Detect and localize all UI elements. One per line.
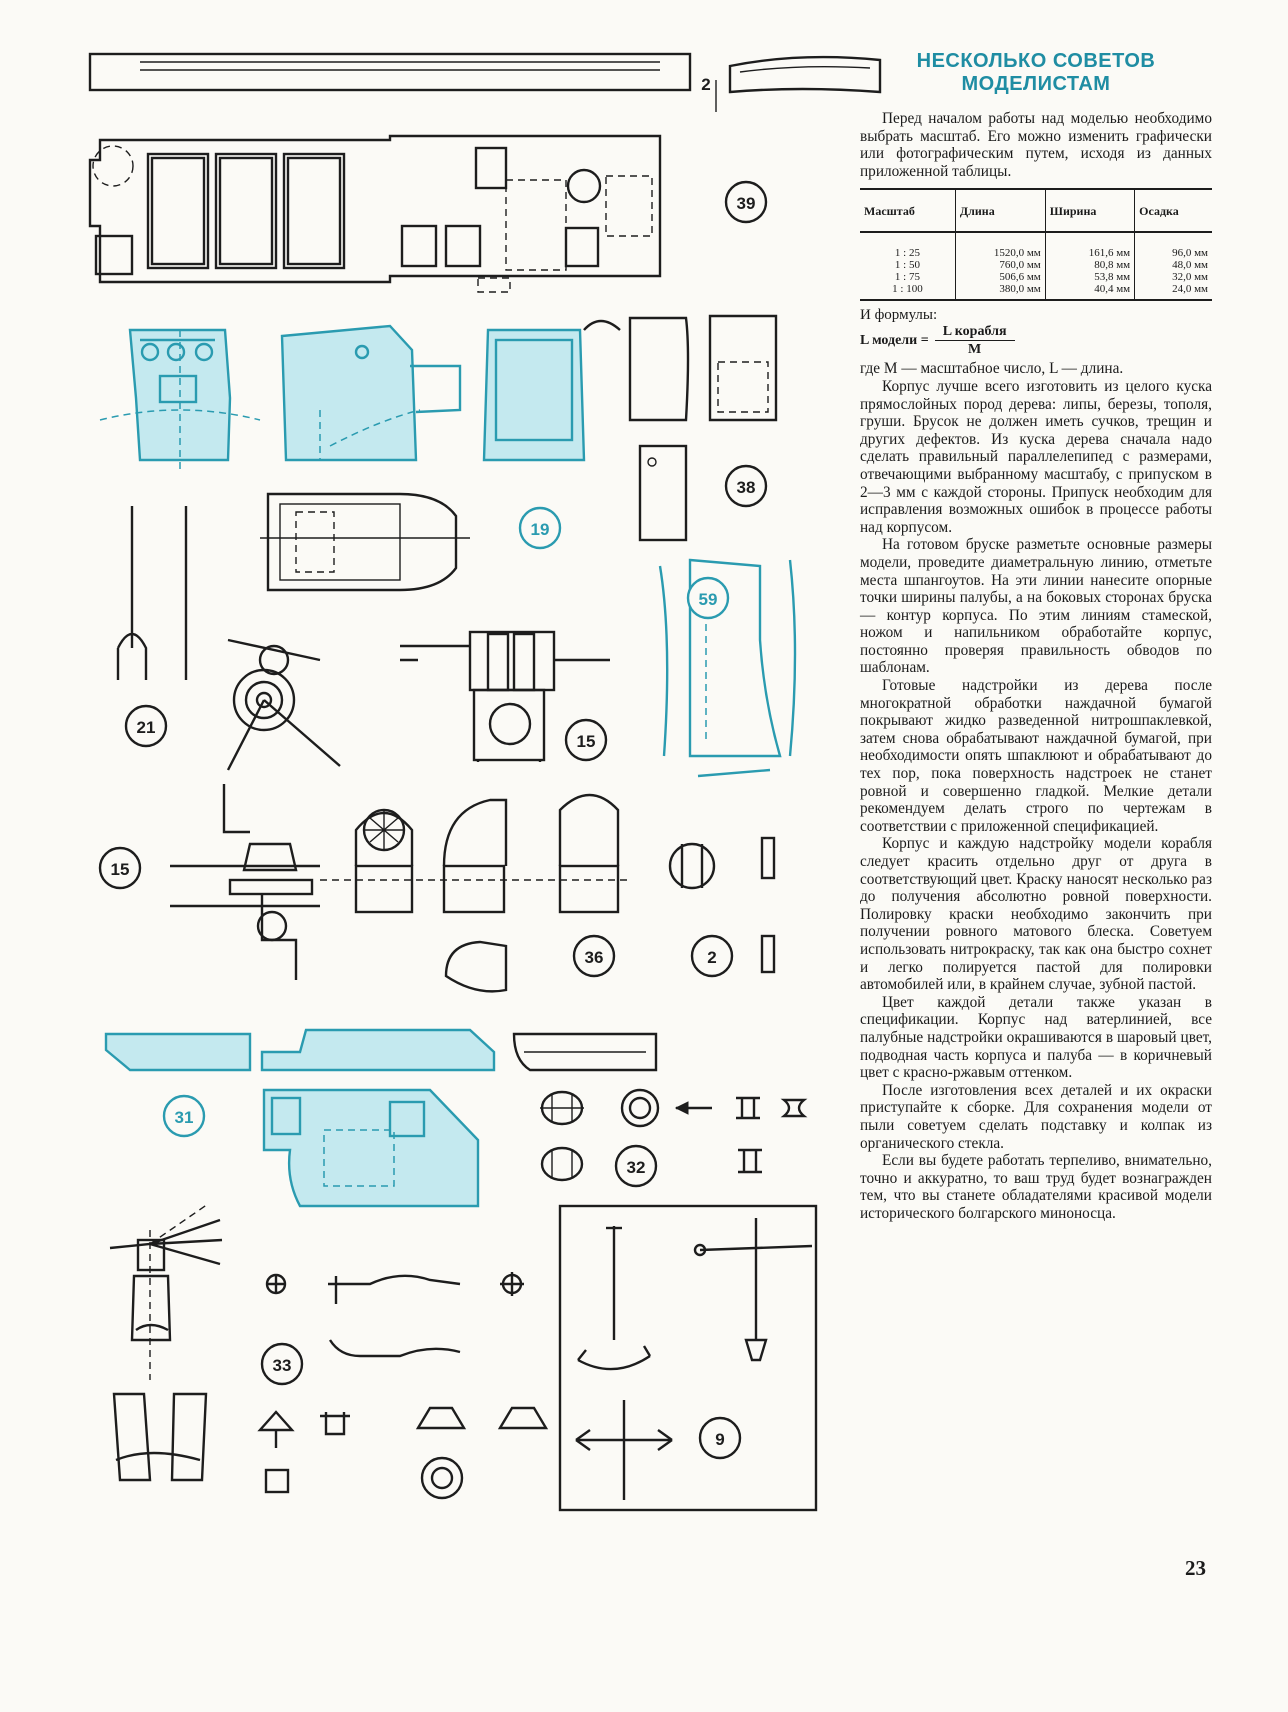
figure-2-drawing: 2 xyxy=(668,836,776,978)
formula-intro: И формулы: xyxy=(860,307,938,324)
table-cell: 161,6 мм xyxy=(1044,232,1135,260)
table-cell: 1 : 75 xyxy=(894,271,920,284)
formula-denominator: М xyxy=(968,342,982,358)
body-paragraph: После изготовления всех деталей и их окр… xyxy=(860,1081,1212,1152)
table-cell: 760,0 мм xyxy=(954,259,1046,272)
table-cell: 1 : 50 xyxy=(894,259,920,272)
table-cell: 96,0 мм xyxy=(1134,232,1212,260)
body-paragraph: Готовые надстройки из дерева после много… xyxy=(860,677,1212,835)
figure-9-drawing: 9 xyxy=(558,1204,818,1512)
figure-label-21: 21 xyxy=(137,718,156,737)
table-cell: 380,0 мм xyxy=(954,283,1046,300)
figure-label-2: 2 xyxy=(707,948,716,967)
figure-59-drawing: 59 xyxy=(658,558,797,778)
table-header-draft: Осадка xyxy=(1134,190,1212,234)
scale-table: Масштаб Длина Ширина Осадка 1 : 25 1520,… xyxy=(860,190,1212,300)
table-cell: 24,0 мм xyxy=(1134,283,1212,300)
body-paragraph: Если вы будете работать терпеливо, внима… xyxy=(860,1152,1212,1222)
table-cell: 506,6 мм xyxy=(954,271,1046,284)
figure-label-15-a: 15 xyxy=(577,732,596,751)
deck-profile-drawing: 2 xyxy=(88,52,882,112)
figure-label-33: 33 xyxy=(273,1356,292,1375)
table-header-length: Длина xyxy=(954,190,1046,234)
figure-label-9: 9 xyxy=(715,1430,724,1449)
figure-15-winch-drawing: 15 xyxy=(400,630,610,762)
table-row: 1 : 75 506,6 мм 53,8 мм 32,0 мм xyxy=(860,271,1212,284)
figure-19-drawing: 19 xyxy=(260,492,562,592)
article-title: НЕСКОЛЬКО СОВЕТОВ МОДЕЛИСТАМ xyxy=(860,50,1212,96)
figure-label-15-b: 15 xyxy=(111,860,130,879)
figure-38-drawing: 38 xyxy=(638,444,768,542)
table-cell: 40,4 мм xyxy=(1044,283,1135,300)
figure-label-39: 39 xyxy=(737,194,756,213)
figure-31-drawing: 31 xyxy=(104,1028,658,1208)
figure-label-19: 19 xyxy=(531,520,550,539)
figure-21-drawing: 21 xyxy=(116,506,341,771)
article-title-line-2: МОДЕЛИСТАМ xyxy=(961,73,1111,95)
figure-32-drawing: 32 xyxy=(540,1088,808,1188)
scale-table-wrapper: Масштаб Длина Ширина Осадка 1 : 25 1520,… xyxy=(860,188,1212,302)
body-paragraph: На готовом бруске разметьте основные раз… xyxy=(860,536,1212,677)
figure-label-59: 59 xyxy=(699,590,718,609)
table-cell: 48,0 мм xyxy=(1134,259,1212,272)
body-paragraph: Корпус лучше всего изготовить из целого … xyxy=(860,377,1212,536)
scale-formula: L модели = L корабля М xyxy=(860,324,1212,358)
article-title-line-1: НЕСКОЛЬКО СОВЕТОВ xyxy=(916,50,1156,72)
body-paragraph: Корпус и каждую надстройку модели корабл… xyxy=(860,835,1212,994)
table-row: 1 : 50 760,0 мм 80,8 мм 48,0 мм xyxy=(860,259,1212,272)
table-header-scale: Масштаб xyxy=(860,190,956,234)
table-cell: 1 : 25 xyxy=(894,247,920,260)
intro-paragraph: Перед началом работы над моделью необход… xyxy=(860,110,1212,180)
body-paragraph: Цвет каждой детали также указан в специф… xyxy=(860,993,1212,1082)
table-cell: 80,8 мм xyxy=(1044,259,1135,272)
formula-fraction: L корабля М xyxy=(934,324,1015,358)
formula-note: где М — масштабное число, L — длина. xyxy=(860,360,1124,378)
formula-lhs: L модели = xyxy=(860,333,929,349)
figure-15-capstan-drawing: 15 xyxy=(98,784,320,980)
table-row: 1 : 100 380,0 мм 40,4 мм 24,0 мм xyxy=(860,283,1212,300)
figure-label-31: 31 xyxy=(175,1108,194,1127)
superstructure-views-cyan xyxy=(99,314,778,470)
table-cell: 32,0 мм xyxy=(1134,271,1212,284)
figure-label-36: 36 xyxy=(585,948,604,967)
figure-label-38: 38 xyxy=(737,478,756,497)
figure-33-drawing: 33 xyxy=(109,1203,549,1500)
figure-label-32: 32 xyxy=(627,1158,646,1177)
small-dimension-label: 2 xyxy=(701,75,710,94)
table-cell: 1 : 100 xyxy=(892,283,923,296)
figure-39-drawing: 39 xyxy=(88,134,768,293)
table-cell: 53,8 мм xyxy=(1044,271,1135,284)
figure-36-drawing: 36 xyxy=(320,793,630,993)
formula-numerator: L корабля xyxy=(934,324,1015,342)
article-column: НЕСКОЛЬКО СОВЕТОВ МОДЕЛИСТАМ Перед начал… xyxy=(860,50,1212,1222)
page-number: 23 xyxy=(1185,1556,1206,1580)
table-cell: 1520,0 мм xyxy=(954,232,1046,260)
table-row: 1 : 25 1520,0 мм 161,6 мм 96,0 мм xyxy=(860,232,1212,260)
table-header-width: Ширина xyxy=(1044,190,1135,234)
